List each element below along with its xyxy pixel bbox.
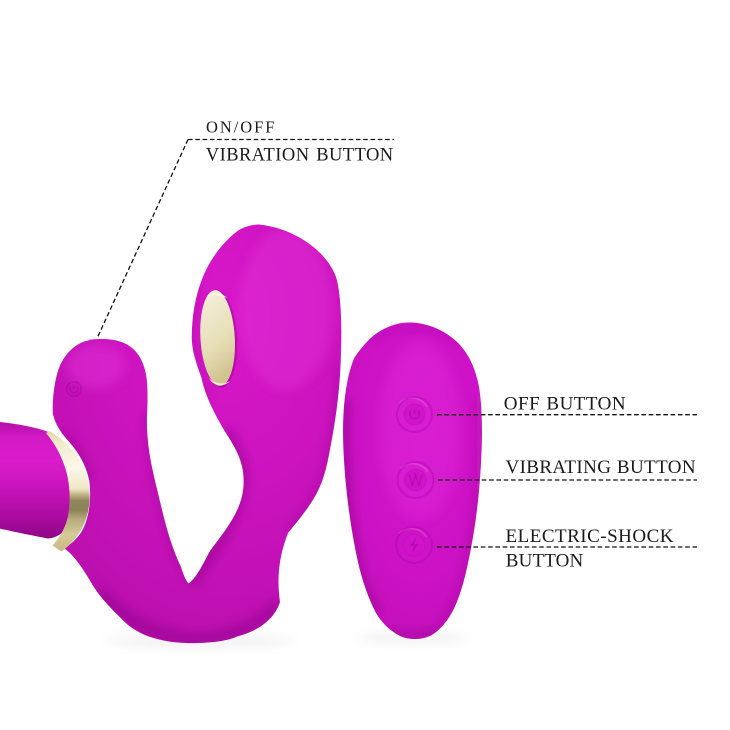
svg-text:ELECTRIC-SHOCK: ELECTRIC-SHOCK [506, 526, 675, 547]
svg-text:VIBRATING BUTTON: VIBRATING BUTTON [506, 457, 696, 478]
svg-text:VIBRATION BUTTON: VIBRATION BUTTON [206, 145, 394, 165]
svg-text:OFF BUTTON: OFF BUTTON [504, 394, 626, 415]
svg-text:ON/OFF: ON/OFF [206, 118, 276, 137]
svg-text:BUTTON: BUTTON [506, 551, 584, 572]
